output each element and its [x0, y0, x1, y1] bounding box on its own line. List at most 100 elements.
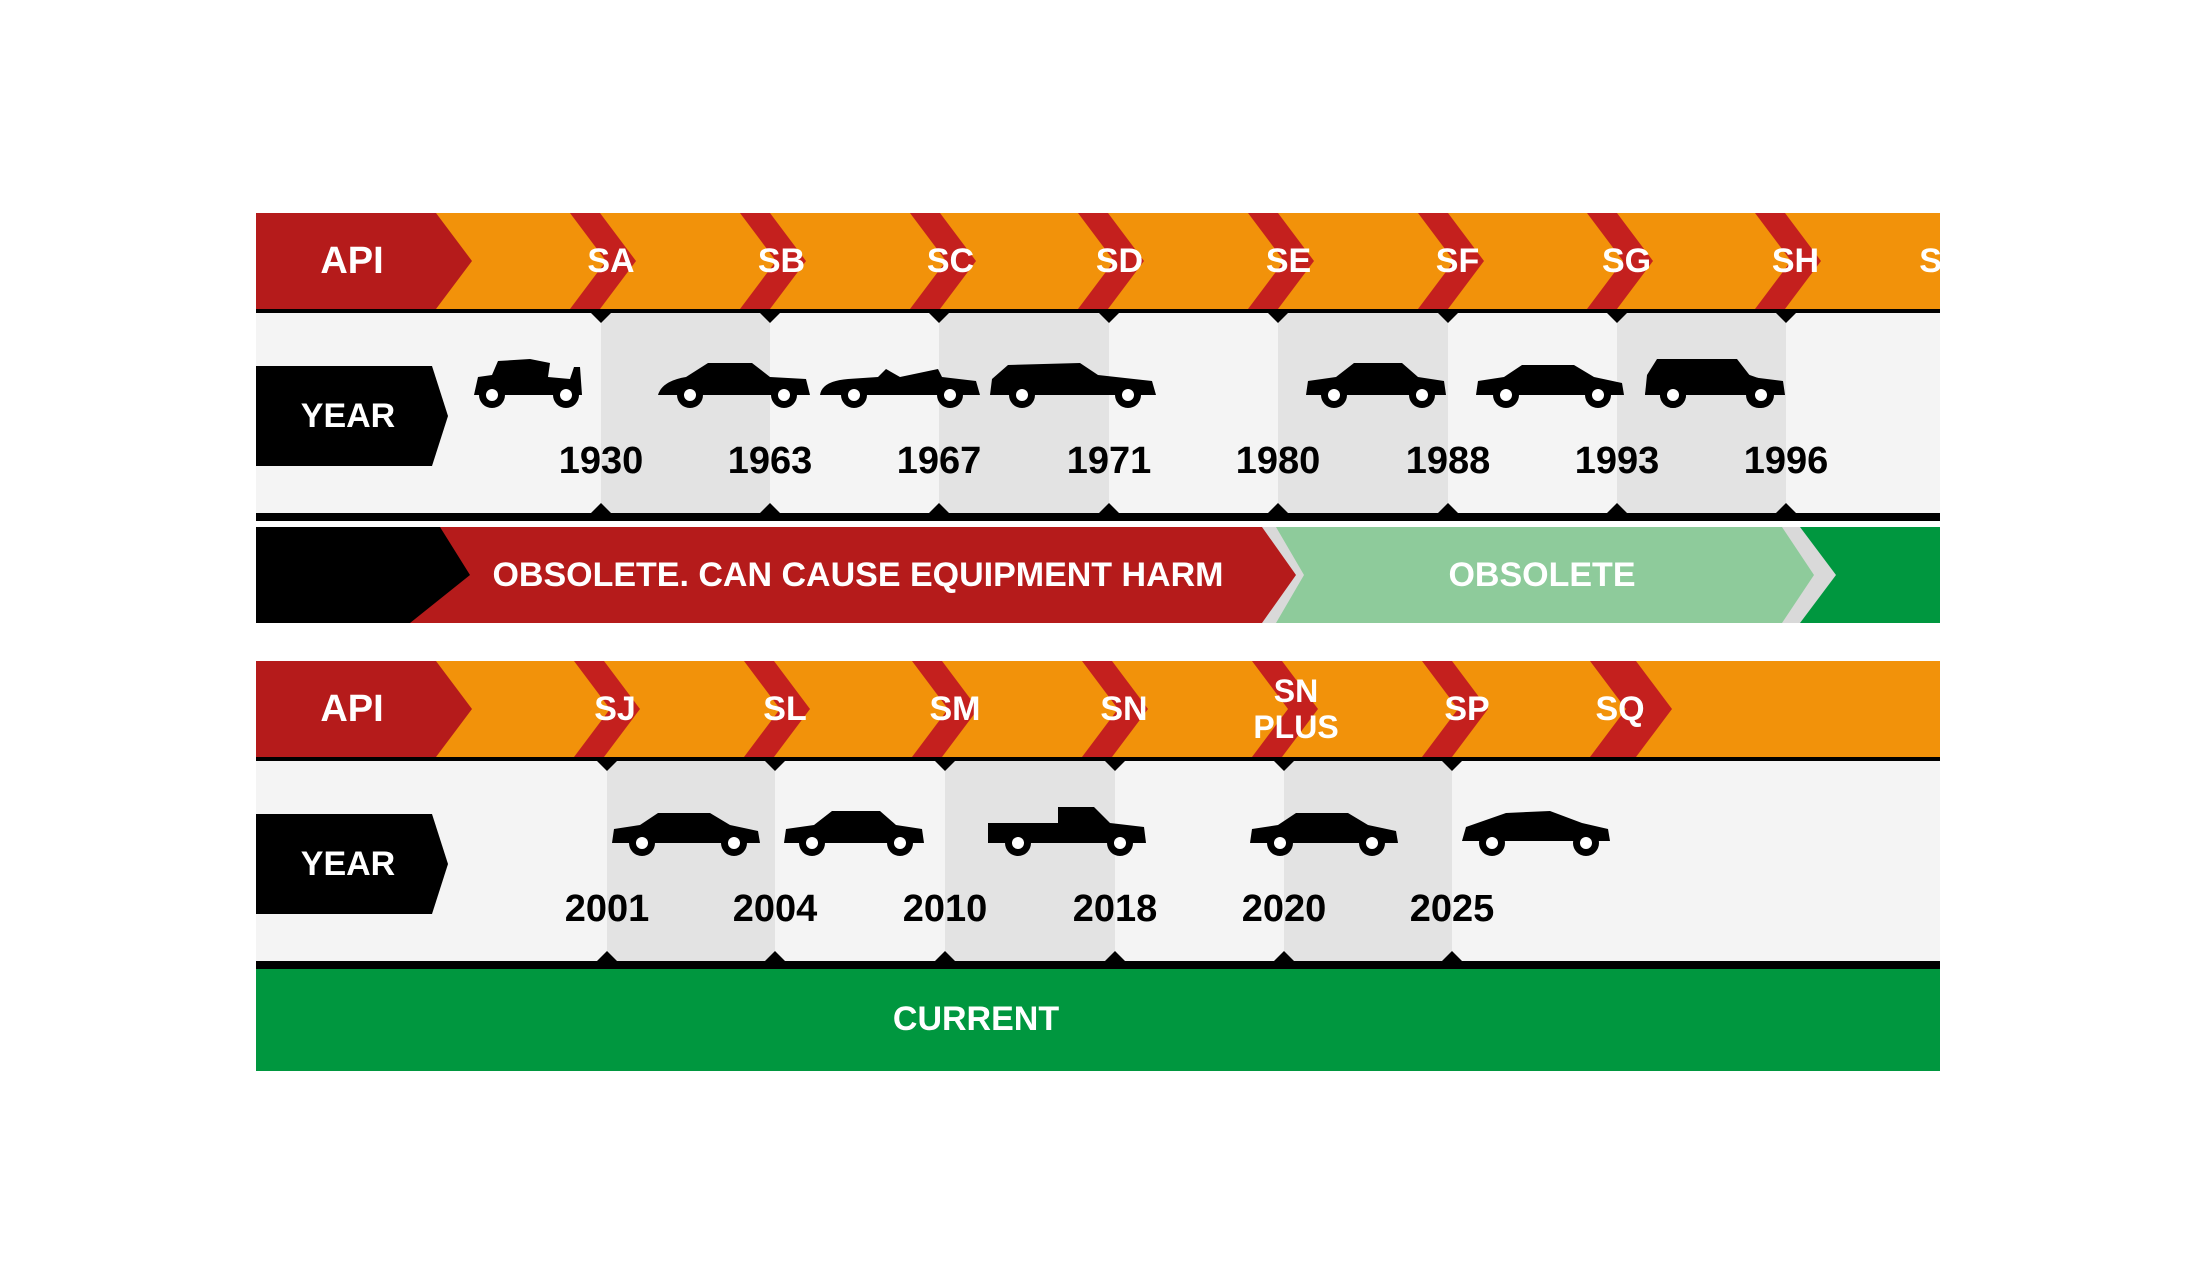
hubcap: [1016, 389, 1028, 401]
tick-marker: [1607, 503, 1627, 513]
hubcap: [894, 837, 906, 849]
category-chevron-arrow: [1082, 661, 1148, 757]
suv-icon: [1645, 359, 1785, 408]
year-band-shade: [1617, 313, 1786, 513]
pickup-truck-icon: [988, 807, 1146, 856]
hubcap: [1667, 389, 1679, 401]
api-label-arrow: [256, 213, 472, 309]
status-harm-segment: [410, 527, 1296, 623]
year-band-shade: [1278, 313, 1448, 513]
tick-marker: [1105, 761, 1125, 771]
category-label-line-2: PLUS: [1253, 709, 1338, 745]
hubcap: [1592, 389, 1604, 401]
year-band-rule: [256, 961, 1940, 969]
tick-marker: [1776, 503, 1796, 513]
year-band-shade: [945, 761, 1115, 961]
hubcap: [1328, 389, 1340, 401]
hubcap: [486, 389, 498, 401]
year-value: 2004: [733, 888, 818, 930]
tick-marker: [1099, 503, 1119, 513]
year-value: 1988: [1406, 440, 1491, 482]
tick-marker: [591, 503, 611, 513]
tick-marker: [1442, 761, 1462, 771]
year-value: 2025: [1410, 888, 1495, 930]
year-label-arrow: [256, 814, 448, 914]
year-band-rule: [256, 513, 1940, 521]
tick-marker: [1099, 313, 1119, 323]
category-label: SQ: [1595, 690, 1644, 728]
hubcap: [1274, 837, 1286, 849]
status-label-harm: OBSOLETE. CAN CAUSE EQUIPMENT HARM: [492, 556, 1223, 594]
tick-marker: [935, 951, 955, 961]
category-label: SJ: [594, 690, 636, 728]
category-label: SL: [763, 690, 806, 728]
year-value: 1993: [1575, 440, 1660, 482]
category-chevron-arrow: [912, 661, 978, 757]
status-obsolete-segment: [1276, 527, 1814, 623]
year-value: 1980: [1236, 440, 1321, 482]
hubcap: [944, 389, 956, 401]
sports-car-icon: [1462, 811, 1610, 856]
category-chevron-arrow: [910, 213, 976, 309]
category-chevron-arrow: [1078, 213, 1144, 309]
hubcap: [806, 837, 818, 849]
category-label: SJ: [1919, 242, 1961, 280]
category-chevron-arrow: [744, 661, 810, 757]
category-label: SN: [1100, 690, 1147, 728]
year-value: 2010: [903, 888, 988, 930]
tick-marker: [1438, 503, 1458, 513]
category-label: SD: [1096, 242, 1143, 280]
hubcap: [1366, 837, 1378, 849]
tick-marker: [597, 951, 617, 961]
sedan-icon: [612, 813, 760, 856]
tick-marker: [1268, 503, 1288, 513]
category-chevron-arrow: [740, 213, 806, 309]
category-label: SF: [1436, 242, 1479, 280]
hubcap: [1755, 389, 1767, 401]
sedan-icon: [1476, 365, 1624, 408]
year-band-shade: [607, 761, 775, 961]
year-value: 1967: [897, 440, 982, 482]
category-chevron-arrow: [1422, 661, 1488, 757]
tick-marker: [929, 503, 949, 513]
tick-marker: [929, 313, 949, 323]
year-band-shade: [601, 313, 770, 513]
tick-marker: [1607, 313, 1627, 323]
hubcap: [1012, 837, 1024, 849]
classic-sedan-icon: [658, 363, 810, 408]
hubcap: [1114, 837, 1126, 849]
year-value: 1996: [1744, 440, 1829, 482]
category-row-rule: [256, 757, 1940, 763]
category-row-rule: [256, 309, 1940, 315]
tick-marker: [1105, 951, 1125, 961]
year-value: 1930: [559, 440, 644, 482]
hubcap: [1122, 389, 1134, 401]
year-label: YEAR: [301, 397, 395, 435]
year-band-shade: [939, 313, 1109, 513]
tick-marker: [1776, 313, 1796, 323]
tick-marker: [760, 503, 780, 513]
category-chevron-arrow: [1755, 213, 1821, 309]
api-label: API: [320, 688, 383, 730]
year-label: YEAR: [301, 845, 395, 883]
coupe-icon: [1306, 363, 1446, 408]
category-label: SM: [930, 690, 981, 728]
category-label-line-1: SN: [1274, 673, 1318, 709]
hubcap: [728, 837, 740, 849]
api-label-arrow: [256, 661, 472, 757]
status-row: CURRENT: [256, 969, 1940, 1071]
tick-marker: [935, 761, 955, 771]
wagon-icon: [990, 363, 1156, 408]
api-label: API: [320, 240, 383, 282]
status-label-current: CURRENT: [893, 1000, 1059, 1038]
category-label: SP: [1444, 690, 1489, 728]
tick-marker: [1268, 313, 1288, 323]
category-label: SC: [927, 242, 974, 280]
tick-marker: [760, 313, 780, 323]
category-chevron-arrow: [1587, 213, 1653, 309]
category-chevron-arrow: [574, 661, 640, 757]
category-label: SE: [1266, 242, 1311, 280]
